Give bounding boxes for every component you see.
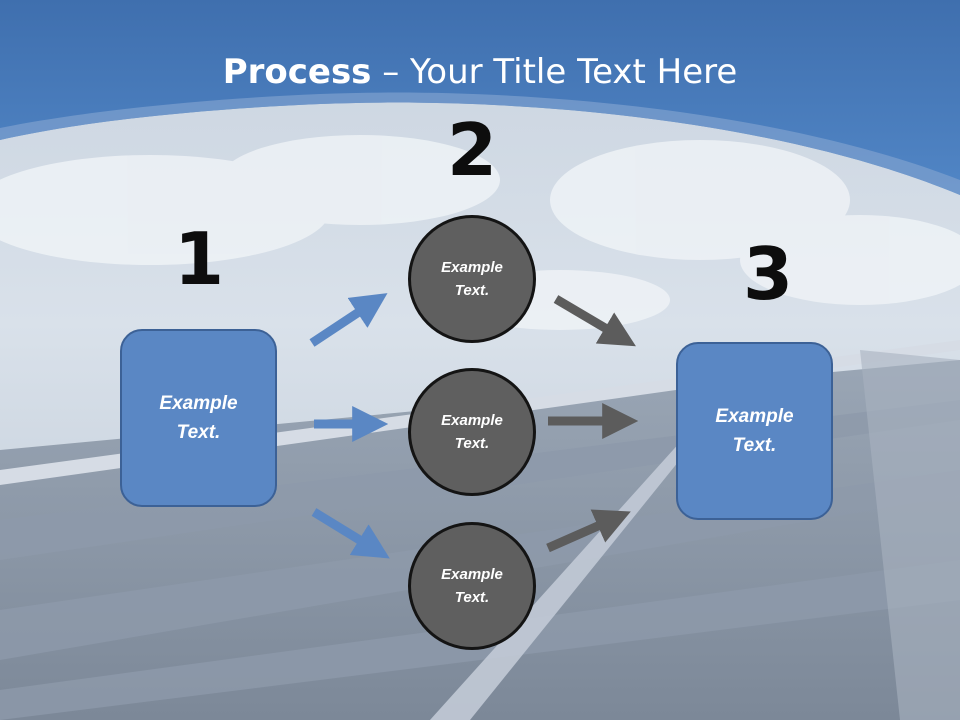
arrow-start-to-circle-1: [309, 293, 388, 347]
start-box: Example Text.: [120, 329, 277, 507]
end-box: Example Text.: [676, 342, 833, 520]
arrow-circle-1-to-end: [553, 295, 636, 347]
circle-3-line-1: Example: [441, 566, 503, 583]
title-rest: – Your Title Text Here: [371, 52, 738, 92]
slide-title: Process – Your Title Text Here: [0, 52, 960, 92]
circle-2-line-1: Example: [441, 412, 503, 429]
circle-1-line-2: Text.: [454, 282, 490, 299]
start-box-line-1: Example: [159, 393, 238, 414]
circle-3-line-2: Text.: [454, 589, 490, 606]
start-box-line-2: Text.: [176, 422, 221, 443]
end-box-line-1: Example: [715, 406, 794, 427]
title-bold: Process: [222, 52, 372, 92]
process-circle-1: Example Text.: [408, 215, 536, 343]
step-number-3: 3: [742, 232, 794, 316]
end-box-line-2: Text.: [732, 435, 777, 456]
step-number-1: 1: [173, 217, 225, 301]
arrow-circle-3-to-end: [546, 509, 631, 553]
process-circle-2: Example Text.: [408, 368, 536, 496]
circle-2-line-2: Text.: [454, 435, 490, 452]
process-circle-3: Example Text.: [408, 522, 536, 650]
step-number-2: 2: [446, 108, 498, 192]
circle-1-line-1: Example: [441, 259, 503, 276]
arrow-start-to-circle-3: [311, 508, 390, 559]
